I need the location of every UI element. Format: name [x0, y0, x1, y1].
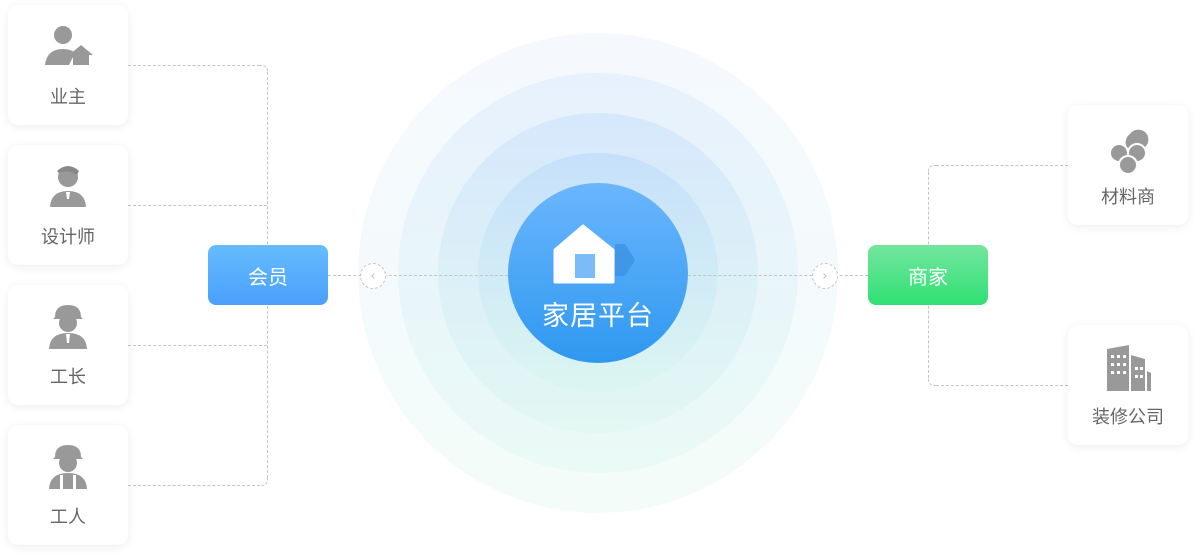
connector: [128, 65, 260, 66]
member-label: 工人: [50, 507, 86, 528]
connector: [936, 165, 1068, 166]
member-card-owner[interactable]: 业主: [8, 5, 128, 125]
chevron-right-icon: ›: [812, 263, 838, 289]
connector: [128, 345, 267, 346]
foreman-icon: [49, 305, 87, 349]
worker-icon: [49, 445, 87, 489]
connector: [688, 275, 868, 276]
merchant-label: 装修公司: [1092, 407, 1164, 428]
designer-icon: [50, 166, 86, 207]
member-label: 设计师: [41, 227, 95, 248]
platform-center[interactable]: 家居平台: [508, 183, 688, 363]
member-label: 业主: [50, 87, 86, 108]
merchant-label: 材料商: [1101, 187, 1155, 208]
owner-icon: [45, 26, 93, 65]
materials-icon: [1109, 129, 1149, 175]
member-hub-button[interactable]: 会员: [208, 245, 328, 305]
connector: [128, 205, 267, 206]
merchant-card-company[interactable]: 装修公司: [1068, 325, 1188, 445]
company-icon: [1107, 345, 1151, 391]
member-label: 工长: [50, 367, 86, 388]
connector-corner: [928, 377, 937, 386]
merchant-hub-button[interactable]: 商家: [868, 245, 988, 305]
merchant-card-materials[interactable]: 材料商: [1068, 105, 1188, 225]
member-card-designer[interactable]: 设计师: [8, 145, 128, 265]
connector: [328, 275, 508, 276]
chevron-left-icon: ‹: [360, 263, 386, 289]
platform-label: 家居平台: [542, 300, 654, 332]
connector-corner: [928, 165, 937, 174]
connector-corner: [259, 477, 268, 486]
connector: [128, 485, 260, 486]
connector: [936, 385, 1068, 386]
house-icon: [553, 224, 635, 283]
member-card-foreman[interactable]: 工长: [8, 285, 128, 405]
member-card-worker[interactable]: 工人: [8, 425, 128, 545]
connector-corner: [259, 65, 268, 74]
